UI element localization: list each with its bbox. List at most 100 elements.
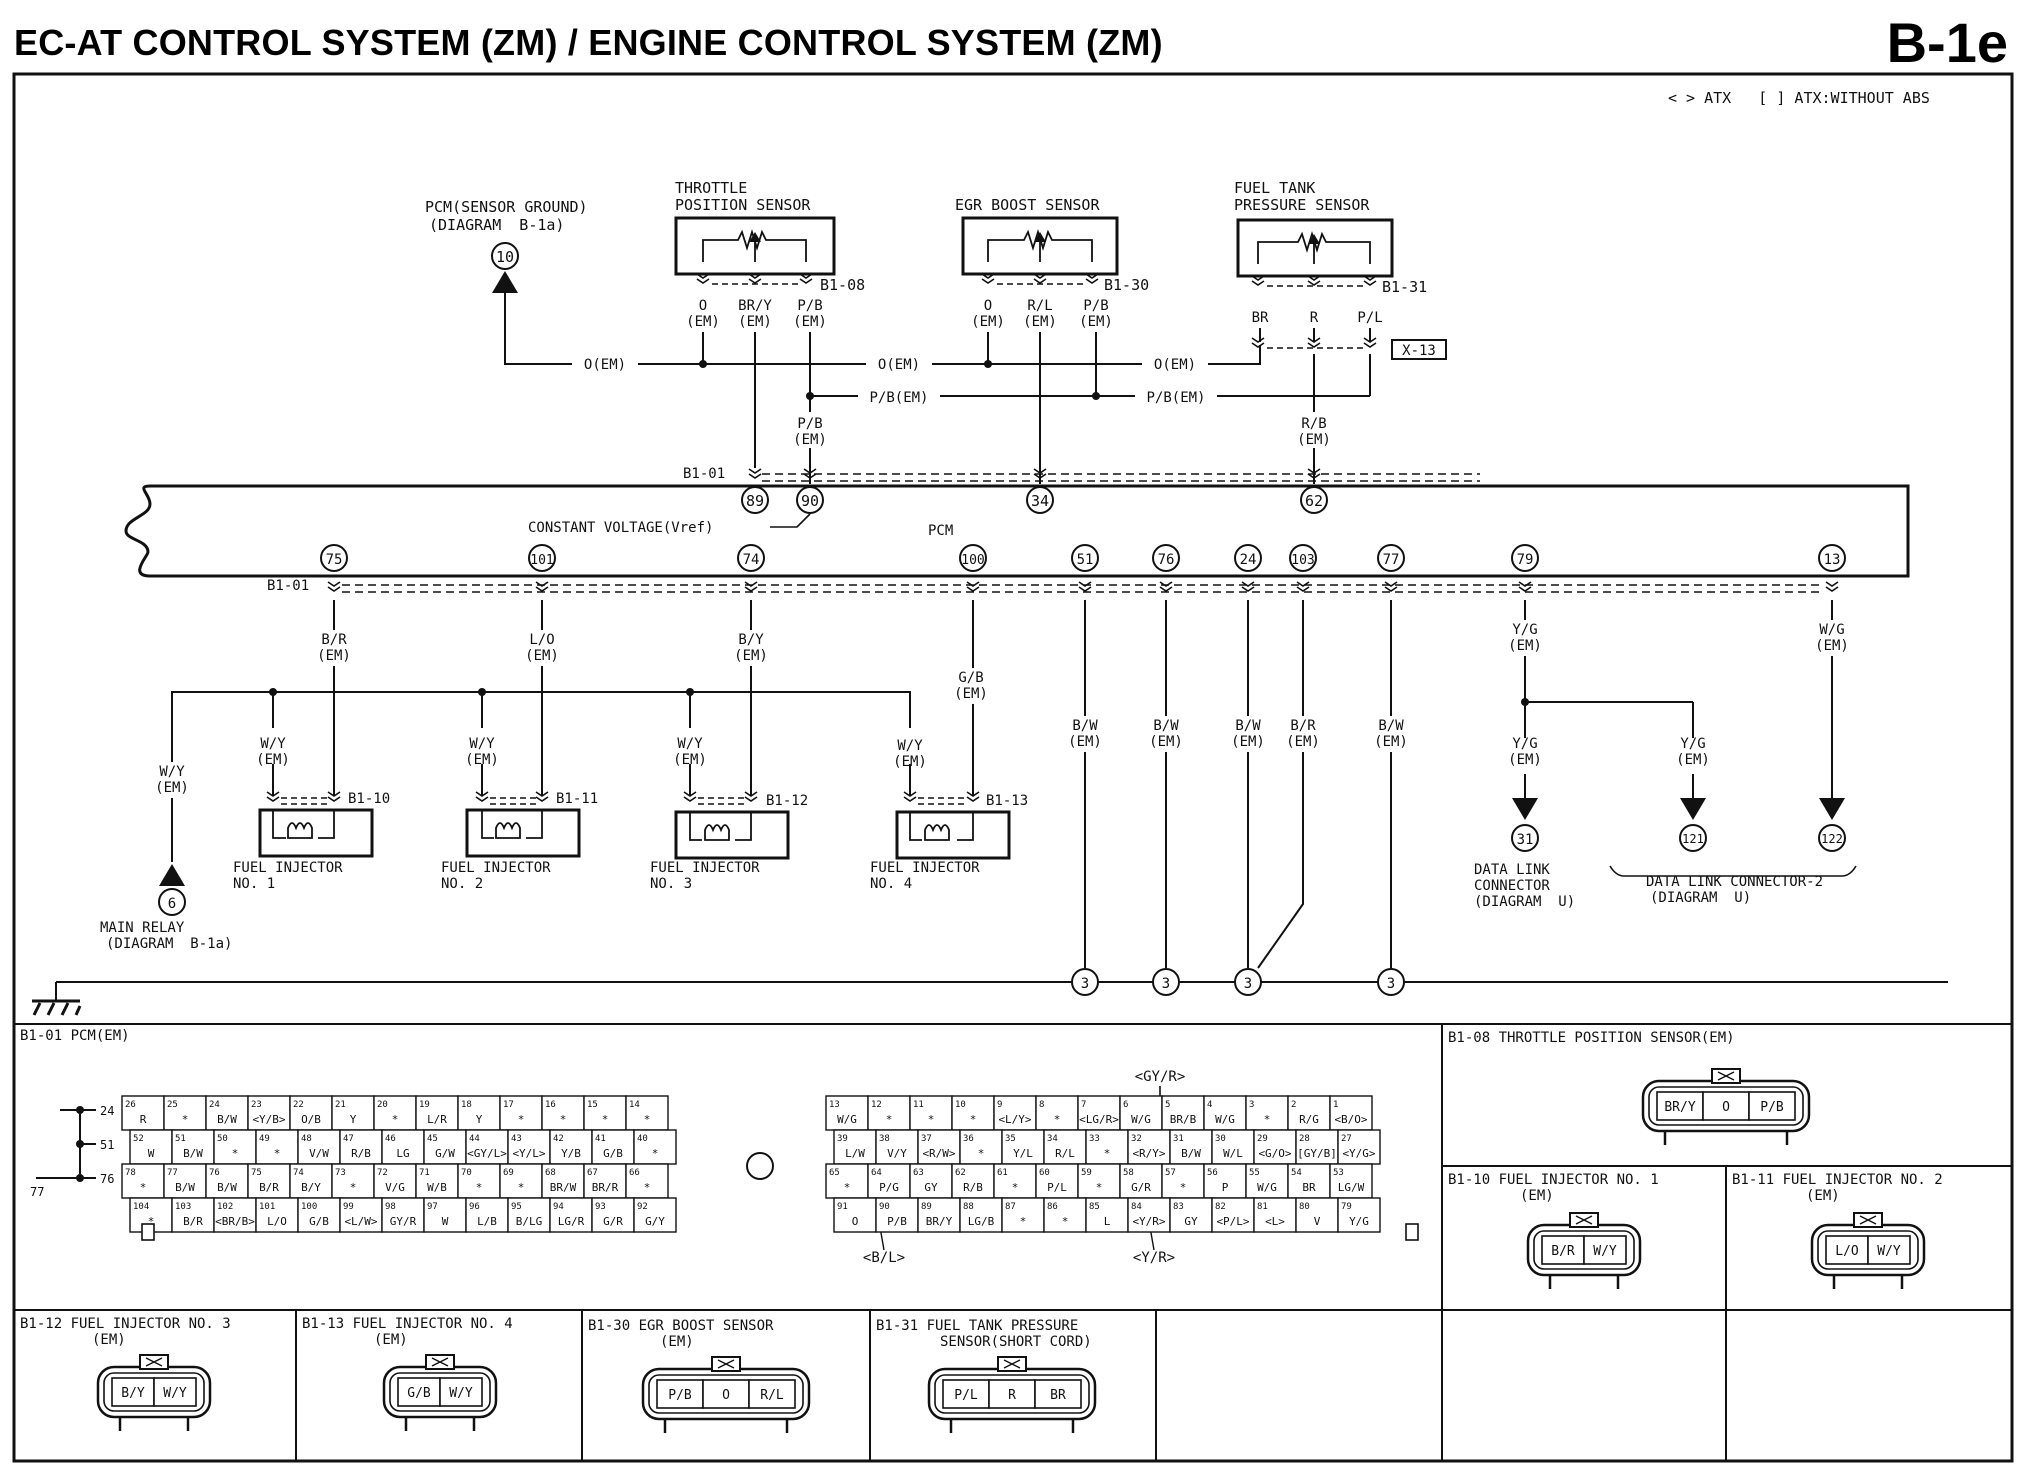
pcm-pin: 73*	[331, 1163, 375, 1199]
terminal-number: 75	[326, 552, 343, 568]
pin-number: 81	[1257, 1202, 1268, 1212]
pin-number: 80	[1299, 1202, 1310, 1212]
terminal-number: 89	[746, 492, 764, 510]
constant-voltage-pointer	[770, 513, 811, 528]
pin-number: 41	[595, 1134, 606, 1144]
connector-pin-label: P/B	[668, 1388, 692, 1403]
connector-pin-label: BR/Y	[1664, 1100, 1695, 1115]
sensor-terminals: X-13	[696, 273, 1447, 360]
pcm-pin: 62R/B	[951, 1163, 995, 1199]
pin-number: 104	[133, 1202, 149, 1212]
pin-number: 53	[1333, 1168, 1344, 1178]
pcm-pin: 81<L>	[1253, 1197, 1297, 1233]
pcm-pin: 59*	[1077, 1163, 1121, 1199]
svg-text:(EM): (EM)	[893, 754, 927, 770]
resistor-symbol	[702, 228, 807, 262]
pin-wire: <LG/R>	[1079, 1113, 1119, 1126]
pin-wire: G/W	[435, 1147, 455, 1160]
pin-number: 83	[1173, 1202, 1184, 1212]
svg-text:DATA LINK CONNECTOR-2: DATA LINK CONNECTOR-2	[1646, 874, 1823, 890]
pin-wire: *	[148, 1215, 155, 1228]
pin-wire: *	[1180, 1181, 1187, 1194]
pcm-pin: 71W/B	[415, 1163, 459, 1199]
pin-wire: P/L	[1047, 1181, 1067, 1194]
wire-color: P/B	[1083, 298, 1108, 314]
pin-number: 100	[301, 1202, 317, 1212]
pin-wire: GY	[1184, 1215, 1198, 1228]
pin-wire: W	[148, 1147, 155, 1160]
terminal-number: 74	[743, 552, 760, 568]
connector-pin-label: W/Y	[1593, 1244, 1617, 1259]
svg-text:(EM): (EM)	[374, 1332, 408, 1348]
connector-pin	[1825, 1235, 1869, 1265]
connector-pin-label: R	[1008, 1388, 1016, 1403]
svg-text:B1-10 FUEL INJECTOR NO. 1: B1-10 FUEL INJECTOR NO. 1	[1448, 1172, 1659, 1188]
pin-number: 9	[997, 1100, 1002, 1110]
pcm-pin: 17*	[499, 1095, 543, 1131]
pcm-pin: 85L	[1085, 1197, 1129, 1233]
pin-number: 79	[1341, 1202, 1352, 1212]
pin-number: 29	[1257, 1134, 1268, 1144]
pcm-pin: 96L/B	[465, 1197, 509, 1233]
dlc-wires	[1524, 600, 1833, 798]
pin-wire: *	[518, 1181, 525, 1194]
wire-color: BR/Y	[738, 298, 772, 314]
pin-number: 7	[1081, 1100, 1086, 1110]
svg-text:(EM): (EM)	[256, 752, 290, 768]
wire-sheath: (EM)	[1023, 314, 1057, 330]
svg-text:51: 51	[100, 1138, 114, 1152]
pcm-body	[124, 484, 1910, 578]
svg-text:FUEL INJECTOR: FUEL INJECTOR	[233, 860, 343, 876]
svg-text:L/O: L/O	[529, 632, 554, 648]
fuel-injector-3: B1-12 FUEL INJECTOR NO. 3	[650, 791, 808, 892]
connector-pin-label: W/Y	[449, 1386, 473, 1401]
pin-number: 33	[1089, 1134, 1100, 1144]
egr-boost-sensor: EGR BOOST SENSOR B1-30	[955, 196, 1149, 294]
connector-pin-label: B/Y	[121, 1386, 145, 1401]
pin-wire: L/B	[477, 1215, 497, 1228]
connector-pin-label: B/R	[1551, 1244, 1575, 1259]
pin-wire: R/B	[963, 1181, 983, 1194]
dlc-junction	[1521, 698, 1529, 706]
pcm-connector-left-block: 26R25*24B/W23<Y/B>22O/B21Y20*19L/R18Y17*…	[121, 1095, 677, 1233]
svg-text:DATA LINK: DATA LINK	[1474, 862, 1550, 878]
connector-pin	[439, 1377, 483, 1407]
dlc-labels: Y/G (EM) Y/G (EM) 31 121 122 DATA LINK C…	[1474, 736, 1857, 910]
svg-text:(EM): (EM)	[155, 780, 189, 796]
pin-number: 5	[1165, 1100, 1170, 1110]
pcm-pin: 48V/W	[297, 1129, 341, 1165]
pin-wire: W	[442, 1215, 449, 1228]
wire-label-o: O(EM)	[584, 357, 626, 373]
svg-text:W/Y: W/Y	[260, 736, 286, 752]
pcm-pin: 61*	[993, 1163, 1037, 1199]
svg-text:NO. 3: NO. 3	[650, 876, 692, 892]
pcm-pin: 34R/L	[1043, 1129, 1087, 1165]
pin-wire: R/G	[1299, 1113, 1319, 1126]
pin-number: 30	[1215, 1134, 1226, 1144]
pin-wire: W/B	[427, 1181, 447, 1194]
ground-symbol	[32, 999, 82, 1016]
svg-text:(EM): (EM)	[465, 752, 499, 768]
pin-number: 27	[1341, 1134, 1352, 1144]
pin-wire: GY/R	[390, 1215, 417, 1228]
connector-label: B1-30	[1104, 276, 1149, 294]
sensor-title-1: THROTTLE	[675, 179, 747, 197]
pcm-connector-lock-left	[141, 1223, 155, 1241]
pin-wire: V	[1314, 1215, 1321, 1228]
pin-wire: G/B	[603, 1147, 623, 1160]
pcm-pin: 51B/W	[171, 1129, 215, 1165]
svg-text:NO. 1: NO. 1	[233, 876, 275, 892]
pcm-pin: 5BR/B	[1161, 1095, 1205, 1131]
pcm-pin: 38V/Y	[875, 1129, 919, 1165]
pcm-pin: 35Y/L	[1001, 1129, 1045, 1165]
pcm-pin: 44<GY/L>	[465, 1129, 509, 1165]
svg-text:(EM): (EM)	[1374, 734, 1408, 750]
wire-label-pb: P/B(EM)	[869, 390, 928, 406]
svg-text:6: 6	[168, 896, 176, 912]
svg-text:(EM): (EM)	[92, 1332, 126, 1348]
